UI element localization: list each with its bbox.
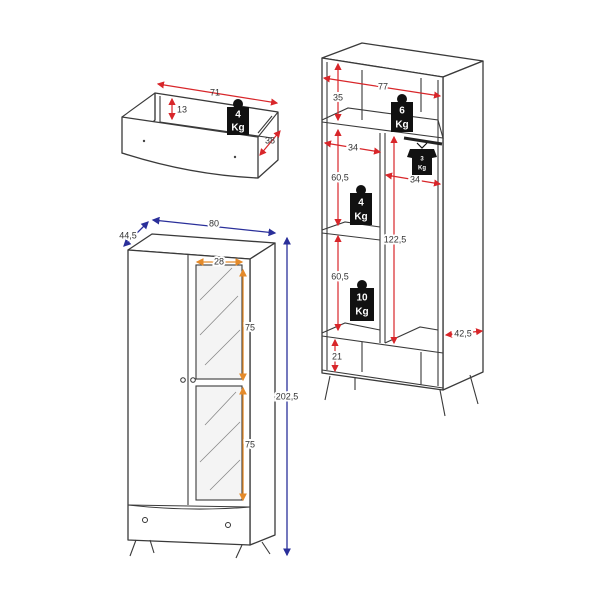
drawer-width-label: 71 — [210, 87, 220, 97]
bottom-shelf-weight-value: 10 — [356, 293, 368, 304]
upper-glass-panel — [195, 264, 243, 380]
drawer-curve — [127, 504, 251, 510]
right-width-label: 34 — [410, 174, 420, 184]
drawer-split — [127, 504, 251, 508]
rod-weight-value: 3 — [420, 157, 424, 163]
inner-walls — [326, 62, 439, 386]
middle-shelf-weight-value: 4 — [358, 198, 364, 209]
drawer-screw — [142, 139, 146, 143]
door-knob[interactable] — [180, 377, 186, 383]
upper-compartment-height-label: 60,5 — [331, 172, 349, 182]
drawer-knob[interactable] — [142, 517, 148, 523]
left-width-label: 34 — [348, 142, 358, 152]
base-panel — [321, 342, 444, 389]
drawer-width-dimension-line — [156, 81, 279, 106]
wardrobe-width-dimension-line — [151, 216, 277, 237]
drawer-weight-unit: Kg — [231, 123, 244, 134]
depth-label: 42,5 — [454, 328, 472, 338]
open-wardrobe-illustration: 77 35 34 34 60,5 60,5 122,5 42,5 21 6 Kg… — [321, 42, 484, 417]
left-width-dimension-line — [323, 140, 382, 155]
rod-weight-unit: Kg — [418, 166, 426, 172]
top-shelf-weight-unit: Kg — [395, 120, 408, 131]
drawer-screw — [233, 155, 237, 159]
drawer-bottom-edge — [159, 121, 273, 139]
weight-icon: 10 Kg — [350, 280, 374, 321]
inner-width-dimension-line — [322, 75, 442, 99]
middle-divider — [379, 133, 386, 343]
open-wardrobe-side — [442, 60, 484, 391]
door-knob[interactable] — [190, 377, 196, 383]
wardrobe-depth-dimension-line — [123, 221, 149, 247]
top-shelf-height-label: 35 — [333, 92, 343, 102]
drawer-depth-dimension-line — [259, 130, 281, 156]
weight-icon: 4 Kg — [350, 185, 372, 225]
wardrobe-depth-label: 44,5 — [119, 230, 137, 240]
upper-glass-height-label: 75 — [245, 322, 255, 332]
drawer-sides — [121, 92, 279, 138]
glass-reflection — [199, 267, 241, 491]
shirt-weight-icon: 3 Kg — [407, 142, 437, 175]
closed-wardrobe-side — [249, 242, 276, 546]
bottom-height-label: 21 — [332, 351, 342, 361]
lower-glass-height-label: 75 — [245, 439, 255, 449]
drawer-depth-label: 38 — [265, 135, 275, 145]
closed-wardrobe-illustration: 80 44,5 202,5 28 75 75 — [118, 216, 300, 559]
wardrobe-width-label: 80 — [209, 218, 219, 228]
glass-width-label: 28 — [214, 256, 224, 266]
drawer-front-panel — [121, 116, 259, 179]
hanging-rod — [403, 136, 443, 146]
drawer-knob[interactable] — [225, 522, 231, 528]
drawer-height-label: 13 — [177, 104, 187, 114]
open-wardrobe-legs — [324, 374, 479, 417]
weight-icon: 6 Kg — [391, 94, 413, 132]
hanging-height-label: 122,5 — [384, 234, 407, 244]
lower-compartment-height-label: 60,5 — [331, 271, 349, 281]
drawer-weight-value: 4 — [235, 110, 241, 121]
wardrobe-height-label: 202,5 — [276, 391, 299, 401]
drawer-illustration: 71 13 38 4 Kg — [121, 81, 281, 179]
middle-shelf-weight-unit: Kg — [354, 212, 367, 223]
weight-icon: 4 Kg — [227, 99, 249, 135]
wardrobe-legs — [129, 539, 271, 559]
top-shelf-weight-value: 6 — [399, 106, 405, 117]
upper-shelf — [321, 221, 381, 241]
bottom-shelf-weight-unit: Kg — [355, 307, 368, 318]
inner-width-label: 77 — [378, 81, 388, 91]
depth-dimension-line — [444, 328, 484, 338]
